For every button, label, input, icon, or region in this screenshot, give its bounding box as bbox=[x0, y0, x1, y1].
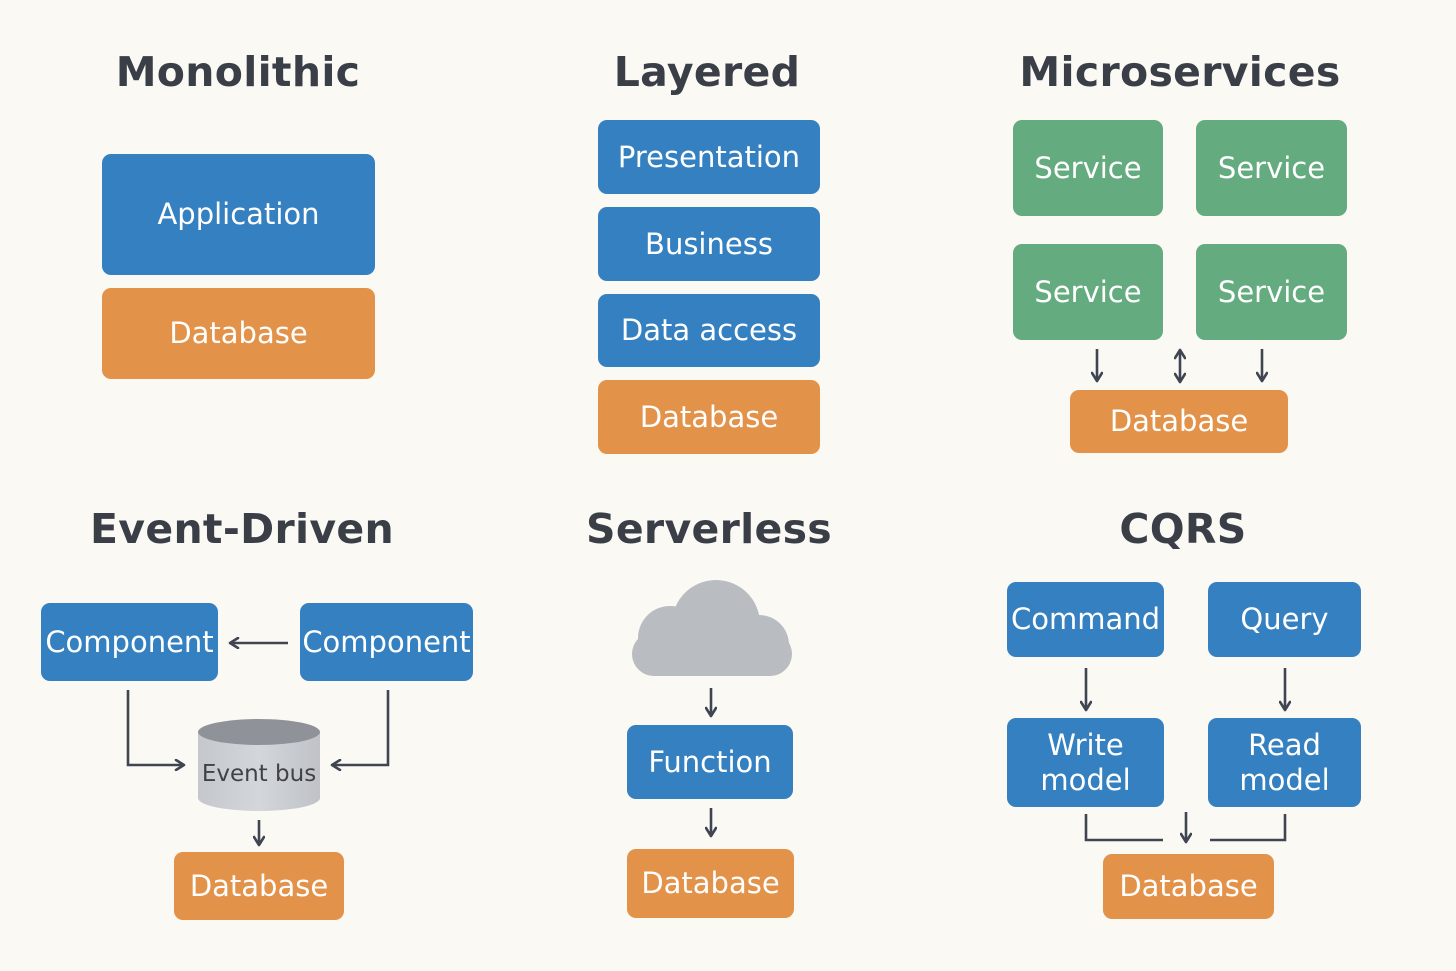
event-component-left-box: Component bbox=[41, 603, 218, 681]
layered-database-box: Database bbox=[598, 380, 820, 454]
service-box: Service bbox=[1013, 120, 1163, 216]
cqrs-read-model-box: Read model bbox=[1208, 718, 1361, 807]
event-arrow-left-to-bus bbox=[126, 690, 184, 765]
event-arrow-right-to-bus bbox=[332, 690, 390, 765]
service-box: Service bbox=[1196, 120, 1347, 216]
layered-data-access-box: Data access bbox=[598, 294, 820, 367]
service-box: Service bbox=[1013, 244, 1163, 340]
serverless-database-box: Database bbox=[627, 849, 794, 918]
event-bus-label: Event bus bbox=[201, 761, 317, 787]
layered-title: Layered bbox=[613, 48, 801, 96]
cqrs-query-box: Query bbox=[1208, 582, 1361, 657]
cqrs-write-connector bbox=[1084, 814, 1163, 842]
event-database-box: Database bbox=[174, 852, 344, 920]
cloud-icon bbox=[632, 580, 792, 676]
cqrs-read-connector bbox=[1210, 814, 1287, 842]
microservices-title: Microservices bbox=[1019, 48, 1341, 96]
cqrs-write-model-box: Write model bbox=[1007, 718, 1164, 807]
layered-business-box: Business bbox=[598, 207, 820, 281]
monolithic-title: Monolithic bbox=[115, 48, 361, 96]
layered-presentation-box: Presentation bbox=[598, 120, 820, 194]
serverless-title: Serverless bbox=[586, 505, 832, 553]
cqrs-command-box: Command bbox=[1007, 582, 1164, 657]
event-driven-title: Event-Driven bbox=[90, 505, 394, 553]
monolithic-database-box: Database bbox=[102, 288, 375, 379]
event-component-right-box: Component bbox=[300, 603, 473, 681]
monolithic-application-box: Application bbox=[102, 154, 375, 275]
serverless-function-box: Function bbox=[627, 725, 793, 799]
cqrs-title: CQRS bbox=[1119, 505, 1247, 553]
cqrs-database-box: Database bbox=[1103, 854, 1274, 919]
service-box: Service bbox=[1196, 244, 1347, 340]
microservices-database-box: Database bbox=[1070, 390, 1288, 453]
